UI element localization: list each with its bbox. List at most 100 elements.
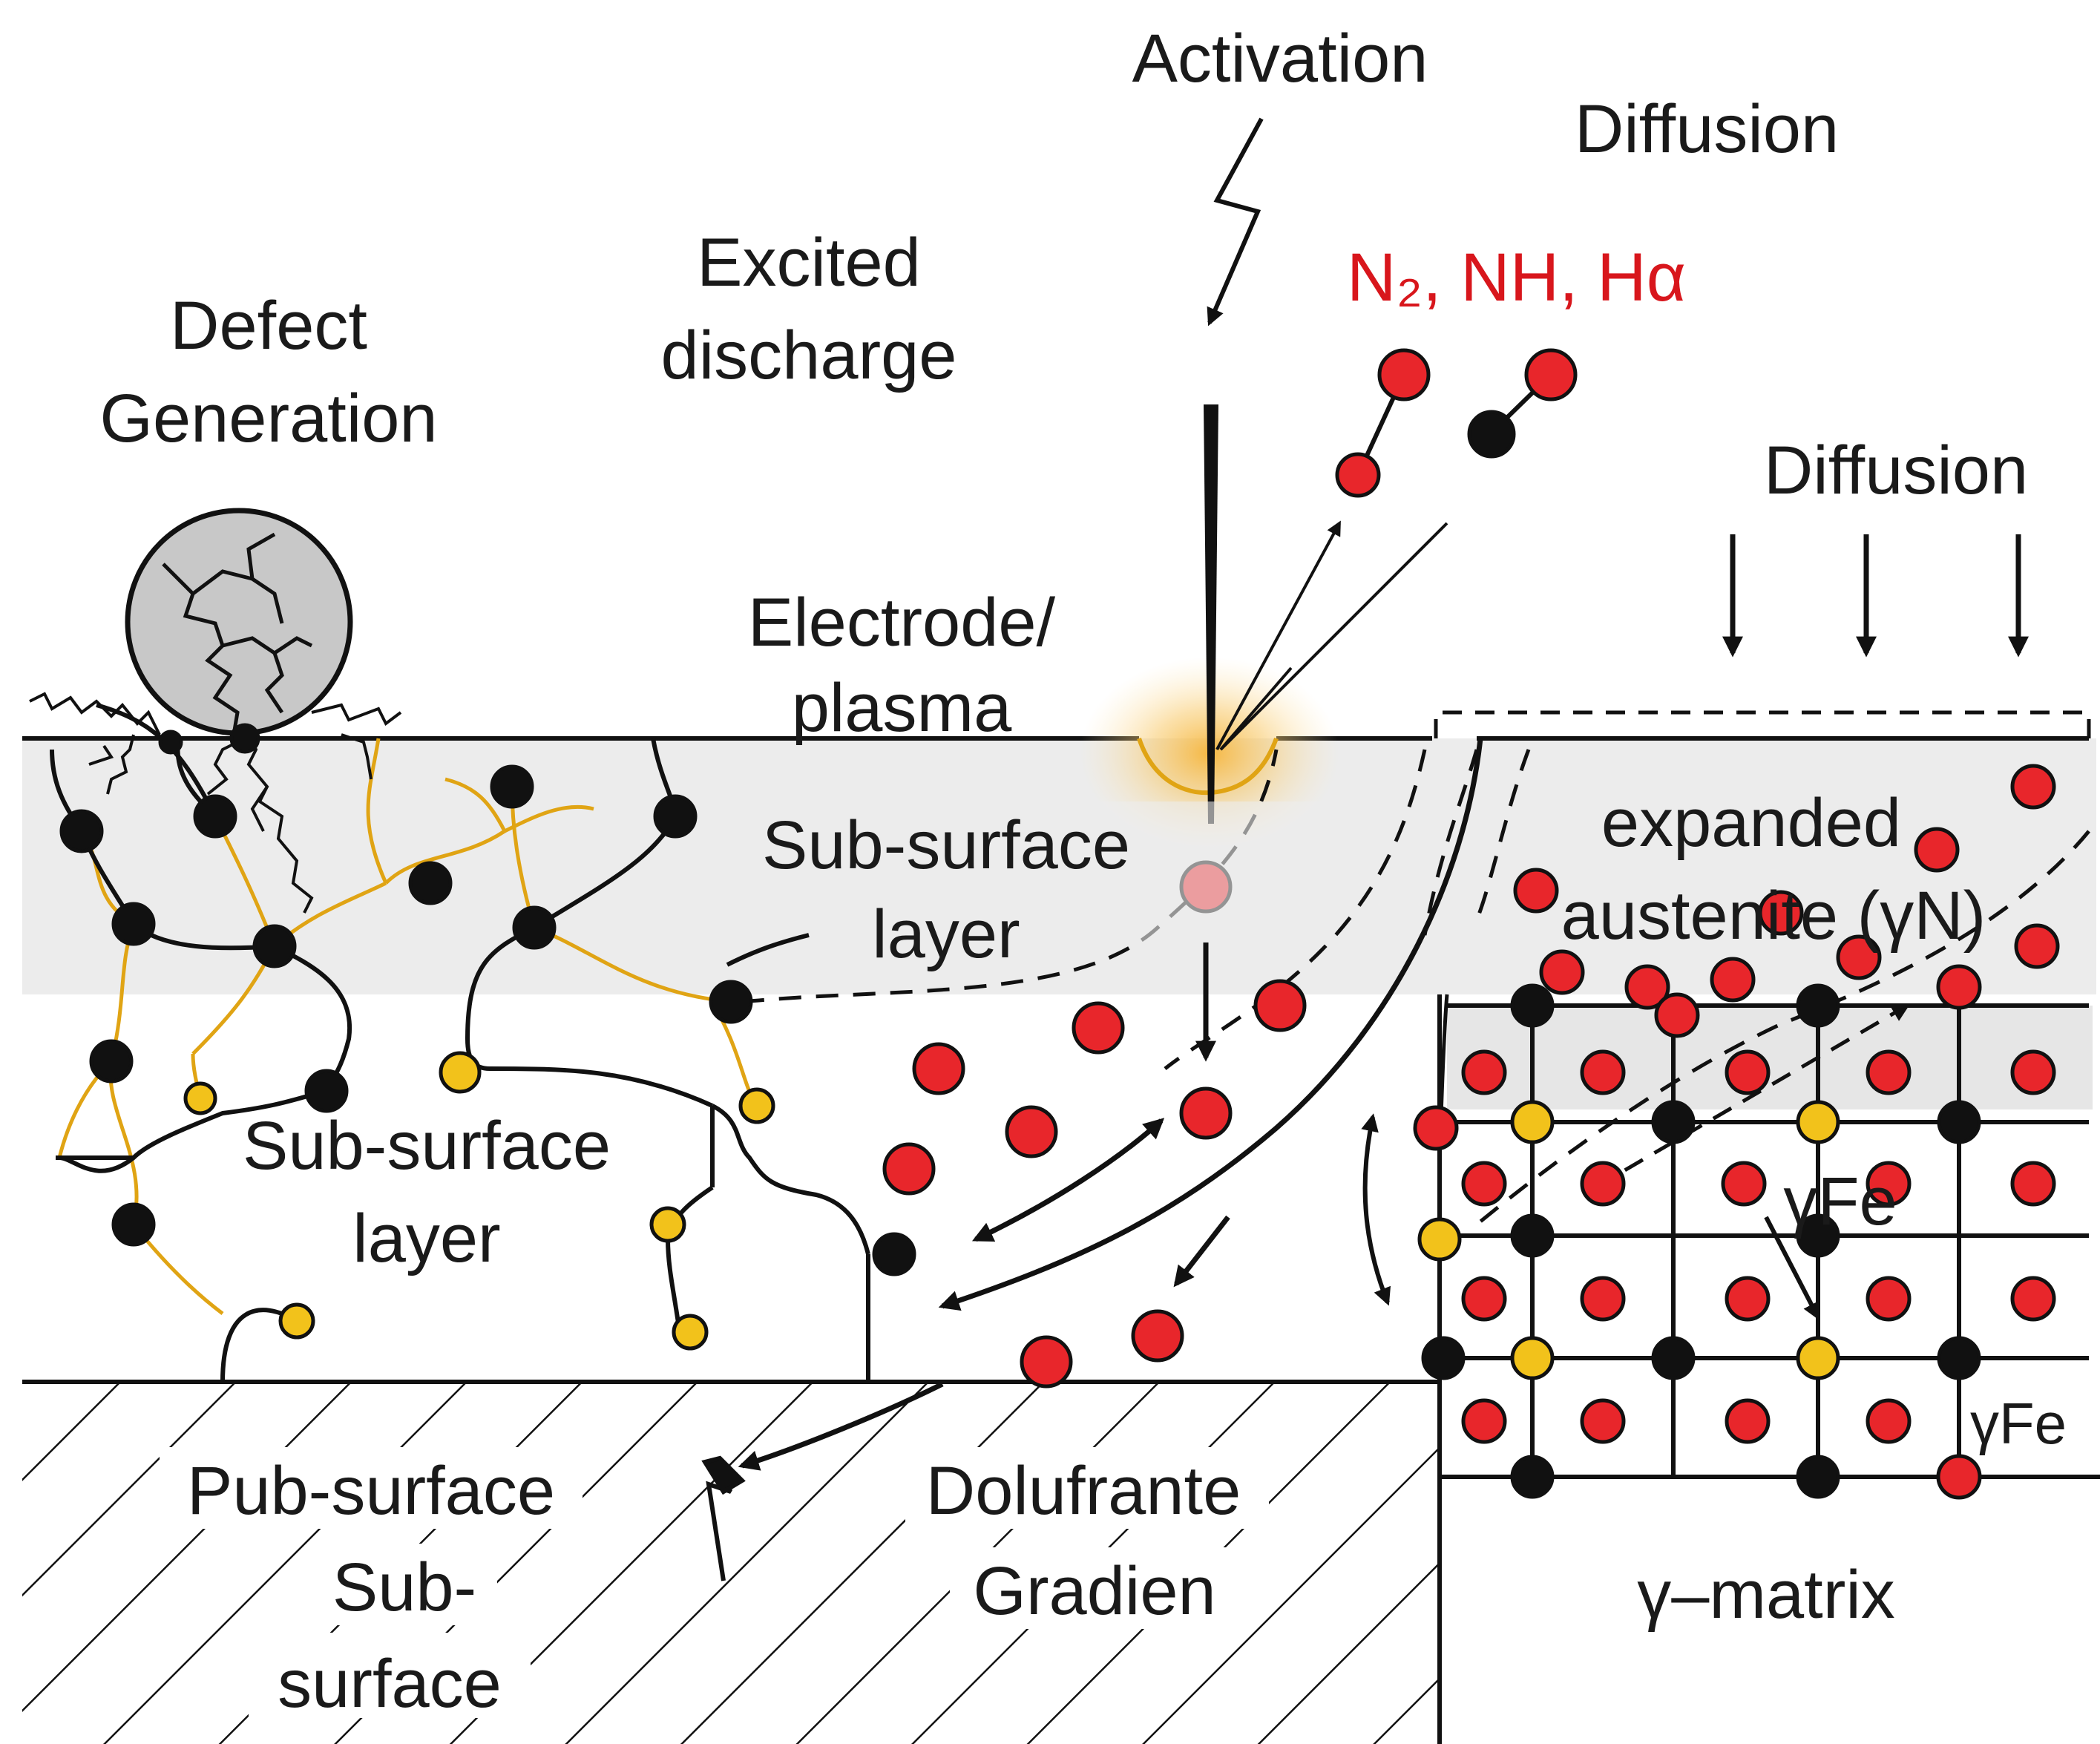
nitrogen-atom bbox=[1461, 1276, 1507, 1322]
iron-atom bbox=[1510, 983, 1555, 1028]
lattice-arrows bbox=[1361, 1113, 1820, 1321]
solute-atom bbox=[738, 1087, 775, 1124]
iron-atom bbox=[1467, 410, 1516, 459]
iron-atom bbox=[490, 764, 534, 809]
dolufrante-label: Dolufrante bbox=[926, 1453, 1241, 1529]
dashed-diagonal-gradient bbox=[1475, 830, 2090, 1226]
nitrogen-atom bbox=[1020, 1335, 1073, 1389]
solute-atom bbox=[1510, 1336, 1555, 1380]
iron-atom bbox=[229, 723, 260, 754]
iron-atom bbox=[193, 794, 237, 839]
nitrogen-atom bbox=[1179, 1086, 1233, 1140]
flow-arrows bbox=[738, 943, 1230, 1471]
nitrogen-atom bbox=[882, 1142, 936, 1196]
nitrogen-atom bbox=[1131, 1309, 1184, 1363]
nitrogen-atom bbox=[1253, 979, 1307, 1032]
expanded-label-line1: expanded bbox=[1601, 785, 1901, 861]
label-knockout-5 bbox=[905, 1447, 1269, 1529]
electrode-label-line2: plasma bbox=[792, 670, 1012, 746]
iron-atom bbox=[1421, 1336, 1466, 1380]
iron-atom bbox=[512, 905, 557, 950]
label-knockout-2 bbox=[160, 1447, 583, 1529]
nitrogen-atom bbox=[2010, 1276, 2056, 1322]
diffusion-top-label: Diffusion bbox=[1575, 91, 1839, 167]
iron-atom bbox=[408, 861, 453, 905]
substrate-crack bbox=[701, 1455, 746, 1581]
nitrogen-atom bbox=[1513, 868, 1559, 914]
nitrogen-atom bbox=[1866, 1049, 1912, 1095]
label-knockout-4 bbox=[249, 1633, 531, 1718]
nitrogen-atom bbox=[1866, 1161, 1912, 1207]
subsurface-top-label-line2: layer bbox=[872, 896, 1020, 972]
sub-label-line1: Sub- bbox=[332, 1550, 476, 1625]
activation-label: Activation bbox=[1132, 21, 1428, 96]
solute-atom bbox=[183, 1081, 217, 1115]
electrode-needle bbox=[1204, 404, 1218, 824]
gamma-fe-label-1: γFe bbox=[1783, 1164, 1897, 1239]
nitrogen-atom bbox=[1836, 934, 1882, 980]
crack-lines bbox=[29, 692, 402, 914]
label-knockout-1 bbox=[1039, 801, 1321, 943]
nitrogen-atom bbox=[1580, 1049, 1626, 1095]
nitrogen-atom bbox=[1725, 1398, 1771, 1444]
subsurface-top-label-line1: Sub-surface bbox=[762, 807, 1130, 883]
subsurface-mid-label-line2: layer bbox=[352, 1201, 500, 1276]
excited-label-line2: discharge bbox=[661, 318, 957, 393]
nitrogen-atom bbox=[1866, 1276, 1912, 1322]
solute-atom bbox=[1796, 1336, 1840, 1380]
gamma-matrix-bg bbox=[1440, 1477, 2100, 1744]
gamma-fe-label-2: γFe bbox=[1970, 1391, 2067, 1456]
solute-atom bbox=[1796, 1100, 1840, 1144]
nitrogen-atom bbox=[1580, 1161, 1626, 1207]
iron-atom bbox=[304, 1069, 349, 1113]
iron-atom bbox=[1651, 1336, 1696, 1380]
nitrogen-atom bbox=[1005, 1105, 1058, 1158]
plasma-rays bbox=[1215, 520, 1448, 751]
dashed-diagonal-arrow bbox=[1594, 1003, 1911, 1190]
electrode-label-line1: Electrode/ bbox=[748, 585, 1056, 660]
iron-atom bbox=[1510, 1455, 1555, 1499]
iron-atom bbox=[158, 730, 183, 755]
nitrogen-atom bbox=[1072, 1001, 1125, 1055]
iron-atom bbox=[252, 924, 297, 968]
diffusion-right-label: Diffusion bbox=[1764, 433, 2028, 508]
nitrogen-atom bbox=[2010, 1049, 2056, 1095]
nitrogen-atom bbox=[1866, 1398, 1912, 1444]
iron-atom bbox=[1937, 1100, 1981, 1144]
nitrogen-atom bbox=[1936, 1454, 1982, 1500]
nitrogen-atom bbox=[2010, 764, 2056, 810]
iron-atom bbox=[1651, 1100, 1696, 1144]
expanded-label-line2: austenite (γN) bbox=[1561, 878, 1986, 954]
nitrogen-atoms bbox=[882, 348, 2060, 1500]
defect-label-line1: Defect bbox=[170, 288, 367, 364]
iron-atom bbox=[1510, 1213, 1555, 1258]
nitrogen-atom bbox=[1580, 1276, 1626, 1322]
nitrogen-atom bbox=[1461, 1161, 1507, 1207]
solute-atoms bbox=[183, 1051, 1840, 1380]
sub-label-line2: surface bbox=[278, 1646, 502, 1722]
iron-atom bbox=[1796, 1213, 1840, 1258]
iron-atom bbox=[709, 980, 753, 1024]
iron-atom bbox=[872, 1232, 916, 1276]
iron-atom bbox=[59, 809, 104, 853]
nitrogen-atom bbox=[1461, 1049, 1507, 1095]
pub-surface-label: Pub-surface bbox=[187, 1453, 555, 1529]
nitrogen-atom bbox=[1721, 1161, 1767, 1207]
solute-atom bbox=[1510, 1100, 1555, 1144]
nitrogen-atom bbox=[1914, 827, 1960, 873]
nitrogen-atom bbox=[1539, 949, 1585, 995]
interface-curve bbox=[938, 738, 1483, 1311]
nitrogen-atom bbox=[1461, 1398, 1507, 1444]
iron-atom bbox=[1937, 1336, 1981, 1380]
nitrogen-atom bbox=[2010, 1161, 2056, 1207]
iron-atoms bbox=[59, 410, 1981, 1499]
gamma-matrix-label: γ–matrix bbox=[1637, 1557, 1895, 1633]
nitrogen-atom bbox=[1725, 1049, 1771, 1095]
excited-label-line1: Excited bbox=[697, 225, 921, 301]
nitrogen-atom bbox=[1377, 348, 1431, 401]
species-label: N₂, NH, Hα bbox=[1347, 240, 1686, 315]
nitrogen-atom bbox=[912, 1042, 965, 1095]
nitrogen-atom bbox=[1725, 1276, 1771, 1322]
activation-bolt bbox=[1207, 117, 1264, 327]
solute-atom bbox=[439, 1051, 482, 1094]
